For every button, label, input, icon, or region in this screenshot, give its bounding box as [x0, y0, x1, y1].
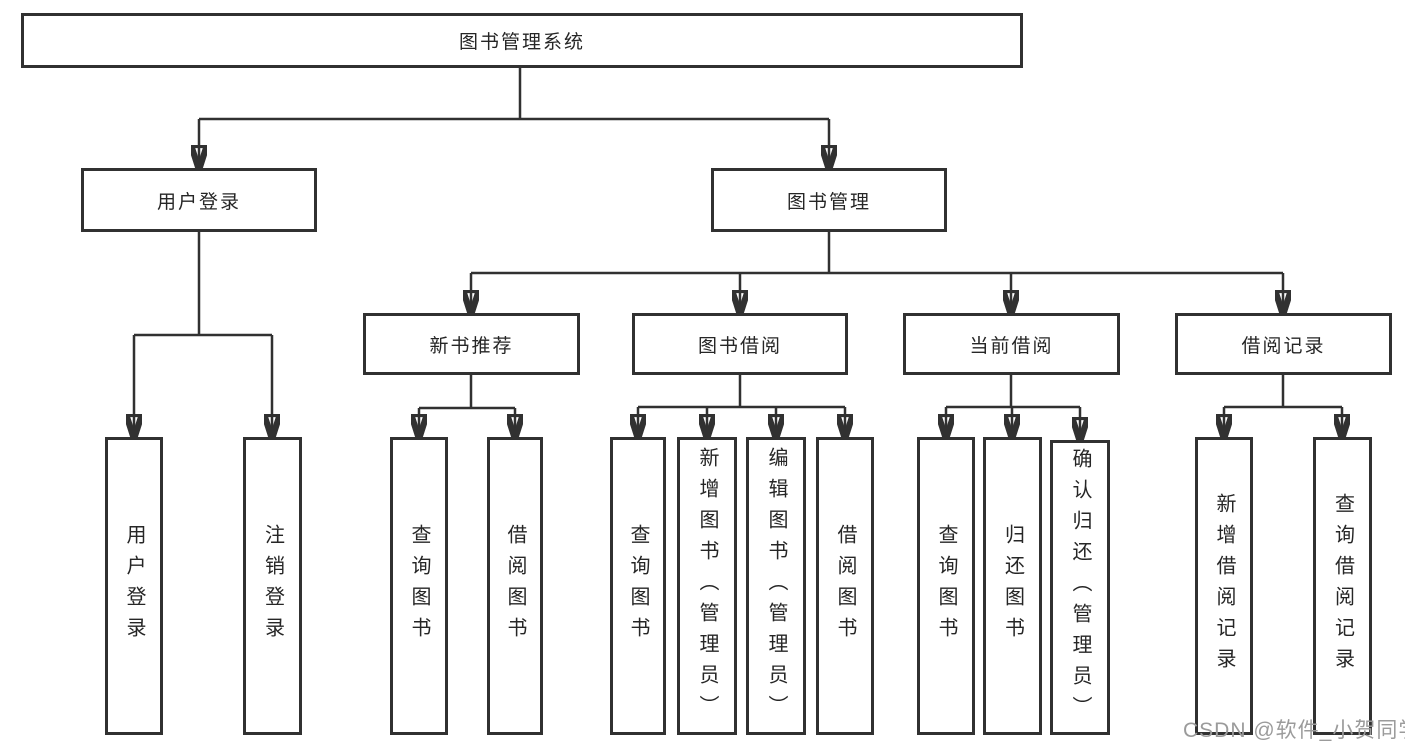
node-logout: 注销登录 [243, 437, 302, 735]
node-query-books-current: 查询图书 [917, 437, 975, 735]
node-label: 图书管理系统 [458, 32, 585, 53]
node-label: 查询图书 [408, 524, 430, 648]
node-return-books: 归还图书 [983, 437, 1042, 735]
node-label: 查询图书 [627, 524, 649, 648]
node-label: 新增借阅记录 [1213, 493, 1235, 679]
node-current-borrow: 当前借阅 [903, 313, 1120, 375]
node-query-books-recommend: 查询图书 [390, 437, 448, 735]
node-label: 确认归还（管理员） [1069, 448, 1091, 727]
node-borrow-books-recommend: 借阅图书 [487, 437, 543, 735]
node-edit-book-admin: 编辑图书（管理员） [746, 437, 806, 735]
node-label: 借阅记录 [1241, 335, 1326, 357]
node-label: 归还图书 [1001, 524, 1024, 648]
node-user-login: 用户登录 [81, 168, 317, 232]
node-query-borrow-record: 查询借阅记录 [1313, 437, 1372, 735]
node-label: 图书管理 [786, 191, 871, 213]
node-label: 编辑图书（管理员） [765, 446, 787, 726]
csdn-watermark: CSDN @软件_小贺同学 [1183, 719, 1405, 742]
node-label: 用户登录 [123, 524, 145, 648]
node-library-management-system: 图书管理系统 [21, 13, 1023, 68]
node-user-login-action: 用户登录 [105, 437, 163, 735]
node-label: 新增图书（管理员） [696, 446, 718, 726]
node-borrow-books: 借阅图书 [816, 437, 874, 735]
node-add-borrow-record: 新增借阅记录 [1195, 437, 1253, 735]
node-label: 新书推荐 [429, 335, 514, 357]
node-label: 借阅图书 [834, 524, 856, 648]
node-borrow-records: 借阅记录 [1175, 313, 1392, 375]
node-label: 图书借阅 [697, 335, 782, 357]
node-confirm-return-admin: 确认归还（管理员） [1050, 440, 1110, 735]
node-label: 借阅图书 [504, 524, 526, 648]
node-book-borrow: 图书借阅 [632, 313, 848, 375]
node-add-book-admin: 新增图书（管理员） [677, 437, 737, 735]
node-label: 用户登录 [156, 191, 241, 213]
node-label: 查询借阅记录 [1331, 493, 1354, 679]
node-query-books-borrow: 查询图书 [610, 437, 666, 735]
node-label: 查询图书 [935, 524, 957, 648]
node-book-management: 图书管理 [711, 168, 947, 232]
node-label: 当前借阅 [969, 335, 1054, 357]
node-label: 注销登录 [261, 524, 284, 648]
node-new-book-recommend: 新书推荐 [363, 313, 580, 375]
